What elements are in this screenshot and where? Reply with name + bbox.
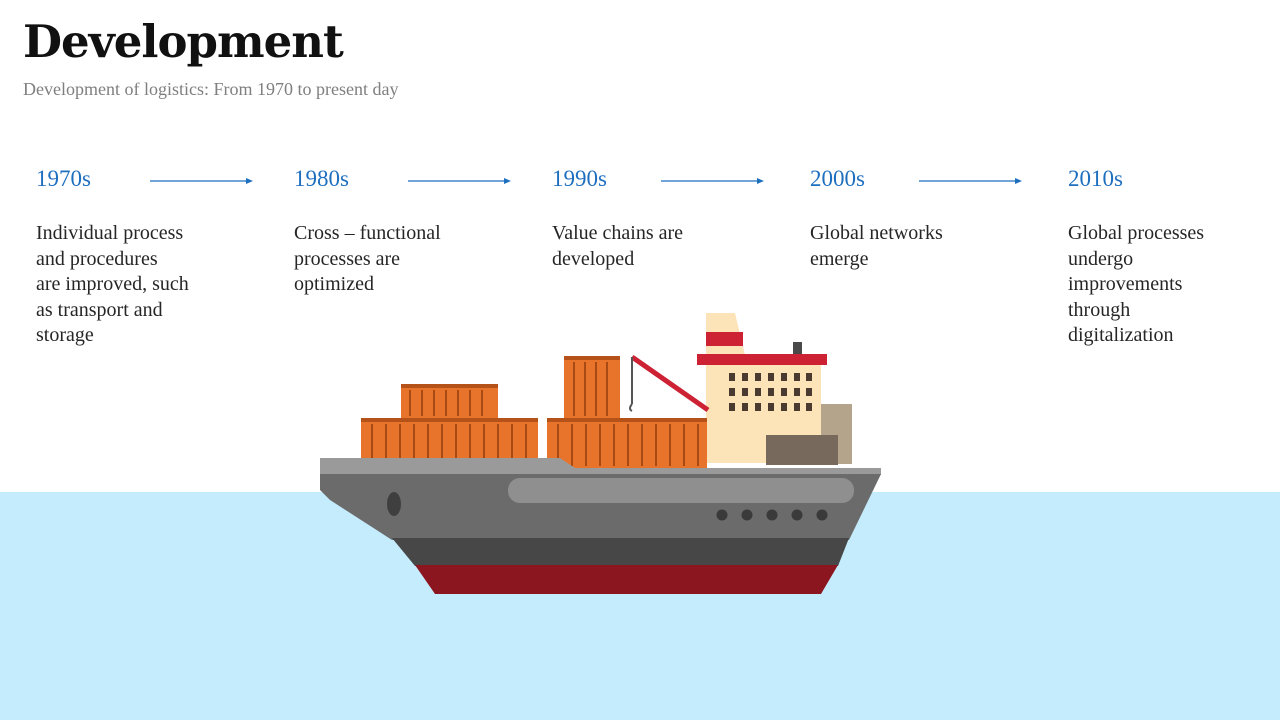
timeline-arrow-icon <box>661 178 764 184</box>
timeline-decade-1980s: 1980s <box>294 166 349 191</box>
ship-containers <box>361 356 707 468</box>
ship-crane <box>629 354 710 413</box>
timeline-description-2010s: Global processes undergo improvements th… <box>1068 222 1205 347</box>
timeline-description-1990s: Value chains are developed <box>552 222 684 270</box>
ship-bridge <box>697 354 852 465</box>
timeline-decade-2000s: 2000s <box>810 166 865 191</box>
ship-hull <box>320 458 881 594</box>
timeline-decade-2010s: 2010s <box>1068 166 1123 191</box>
timeline-decade-1970s: 1970s <box>36 166 91 191</box>
timeline-arrow-icon <box>919 178 1022 184</box>
timeline-description-1970s: Individual process and procedures are im… <box>36 222 189 347</box>
timeline-description-1980s: Cross – functional processes are optimiz… <box>294 222 441 296</box>
ship-chimney <box>706 313 745 355</box>
timeline-arrow-icon <box>150 178 253 184</box>
ship-mast <box>793 342 802 356</box>
timeline-decade-1990s: 1990s <box>552 166 607 191</box>
timeline-arrow-icon <box>408 178 511 184</box>
page-subtitle: Development of logistics: From 1970 to p… <box>23 79 399 99</box>
page-title: Development <box>23 15 344 68</box>
timeline-description-2000s: Global networks emerge <box>810 222 943 270</box>
